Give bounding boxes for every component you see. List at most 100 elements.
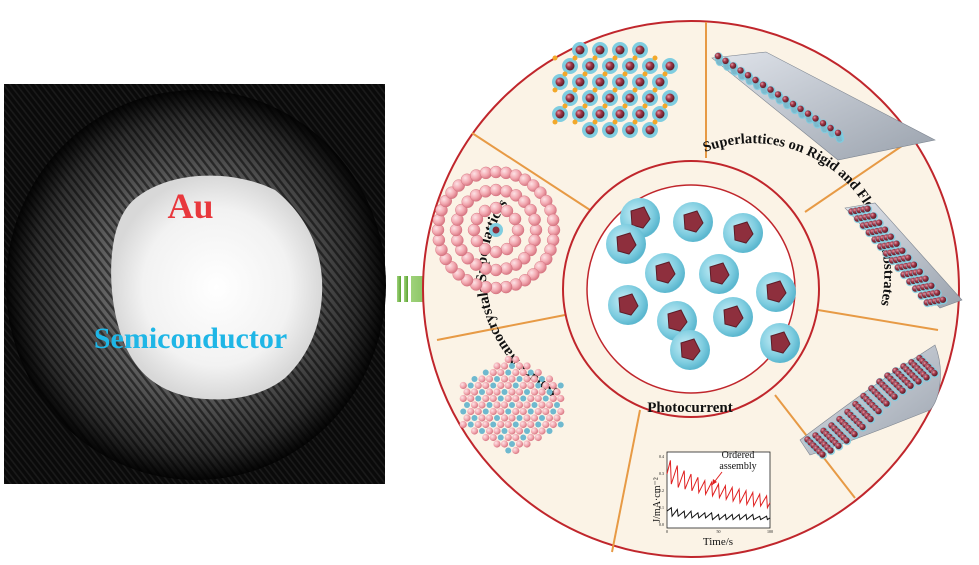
blue-particle [482, 369, 489, 376]
core-particle [923, 374, 930, 381]
orange-particle [642, 71, 648, 77]
blue-particle [467, 421, 474, 428]
lattice-particle [552, 106, 568, 122]
photocurrent-series-1 [666, 460, 771, 510]
orange-particle [572, 119, 578, 125]
pink-particle [529, 223, 543, 237]
blue-particle [501, 428, 508, 434]
core-particle [782, 96, 789, 103]
pink-particle [528, 213, 541, 226]
pink-particle [500, 362, 509, 370]
core-particle [893, 240, 900, 247]
center-core [492, 226, 500, 234]
pink-particle [478, 401, 486, 409]
lattice-particle [632, 106, 648, 122]
lattice-particle [582, 122, 598, 138]
pink-particle [467, 407, 475, 416]
pink-particle [534, 394, 542, 403]
core-particle [834, 129, 842, 136]
pink-particle [459, 394, 467, 403]
pink-particle [451, 234, 464, 247]
blue-particle [467, 382, 474, 389]
core-particle [899, 387, 906, 394]
nanoparticle [713, 297, 753, 337]
orange-particle [652, 119, 658, 125]
pink-particle [534, 433, 542, 442]
core-particle [931, 369, 938, 377]
x-tick-label: 100 [767, 529, 773, 534]
blue-particle [527, 408, 534, 415]
pink-particle [489, 263, 503, 277]
pink-particle [493, 401, 501, 409]
core-particle [922, 275, 929, 282]
lattice-particle [652, 106, 668, 122]
pink-particle [519, 368, 527, 377]
core-particle [722, 57, 729, 64]
pink-particle [478, 242, 492, 256]
pink-particle [500, 414, 509, 422]
pink-particle [485, 414, 494, 422]
blue-particle [535, 421, 542, 428]
pink-particle [534, 407, 542, 416]
blue-particle [542, 395, 549, 402]
pink-particle [467, 223, 481, 237]
blue-particle [516, 376, 523, 382]
pink-particle [500, 204, 514, 218]
lattice-particle [602, 58, 618, 74]
blue-particle [539, 415, 545, 421]
core-particle [789, 100, 797, 108]
pink-particle [461, 252, 474, 265]
rigid-substrate-2 [844, 202, 963, 309]
pink-particle [527, 433, 535, 442]
blue-particle [497, 395, 504, 402]
core-particle [904, 254, 912, 261]
substrate-plate [711, 51, 936, 161]
lattice-particle [592, 42, 608, 58]
pink-particle [530, 427, 539, 435]
pink-particle [497, 368, 505, 377]
nanoparticle [699, 254, 739, 294]
orange-particle [632, 55, 638, 61]
orange-particle [622, 71, 628, 77]
nanoparticle [673, 202, 713, 242]
pink-particle [482, 381, 490, 390]
blue-particle [535, 382, 542, 389]
core-particle [737, 67, 744, 74]
pink-particle [489, 407, 497, 416]
blue-particle [512, 382, 519, 389]
blue-particle [512, 421, 519, 428]
pink-particle [542, 407, 550, 416]
pink-particle [504, 355, 512, 364]
y-tick-label: 0.3 [659, 471, 664, 476]
pink-particle [524, 243, 537, 257]
pink-particle [474, 407, 482, 416]
nanoparticle [756, 272, 796, 312]
pink-particle [470, 388, 479, 396]
pink-particle [515, 401, 524, 409]
core-particle [819, 120, 827, 127]
pink-particle [474, 420, 482, 429]
lattice-particle [572, 106, 588, 122]
pink-particle [489, 368, 497, 377]
core-particle [859, 423, 866, 431]
orange-particle [552, 55, 558, 61]
pink-particle [508, 212, 522, 226]
nanoparticle [670, 330, 710, 370]
blue-particle [509, 441, 515, 447]
orange-particle [662, 71, 668, 77]
lattice-particle [562, 58, 578, 74]
pink-particle [470, 427, 479, 435]
pink-particle [482, 394, 490, 403]
core-particle [915, 378, 922, 385]
pink-particle [515, 388, 524, 396]
pink-particle [508, 414, 516, 422]
nanoparticle [760, 323, 800, 363]
blue-particle [520, 395, 527, 402]
binary-hex-pattern [459, 355, 565, 455]
nanoparticle [608, 285, 648, 325]
blue-particle [471, 376, 478, 382]
flexible-substrate [799, 344, 941, 460]
pink-particle [523, 401, 531, 409]
